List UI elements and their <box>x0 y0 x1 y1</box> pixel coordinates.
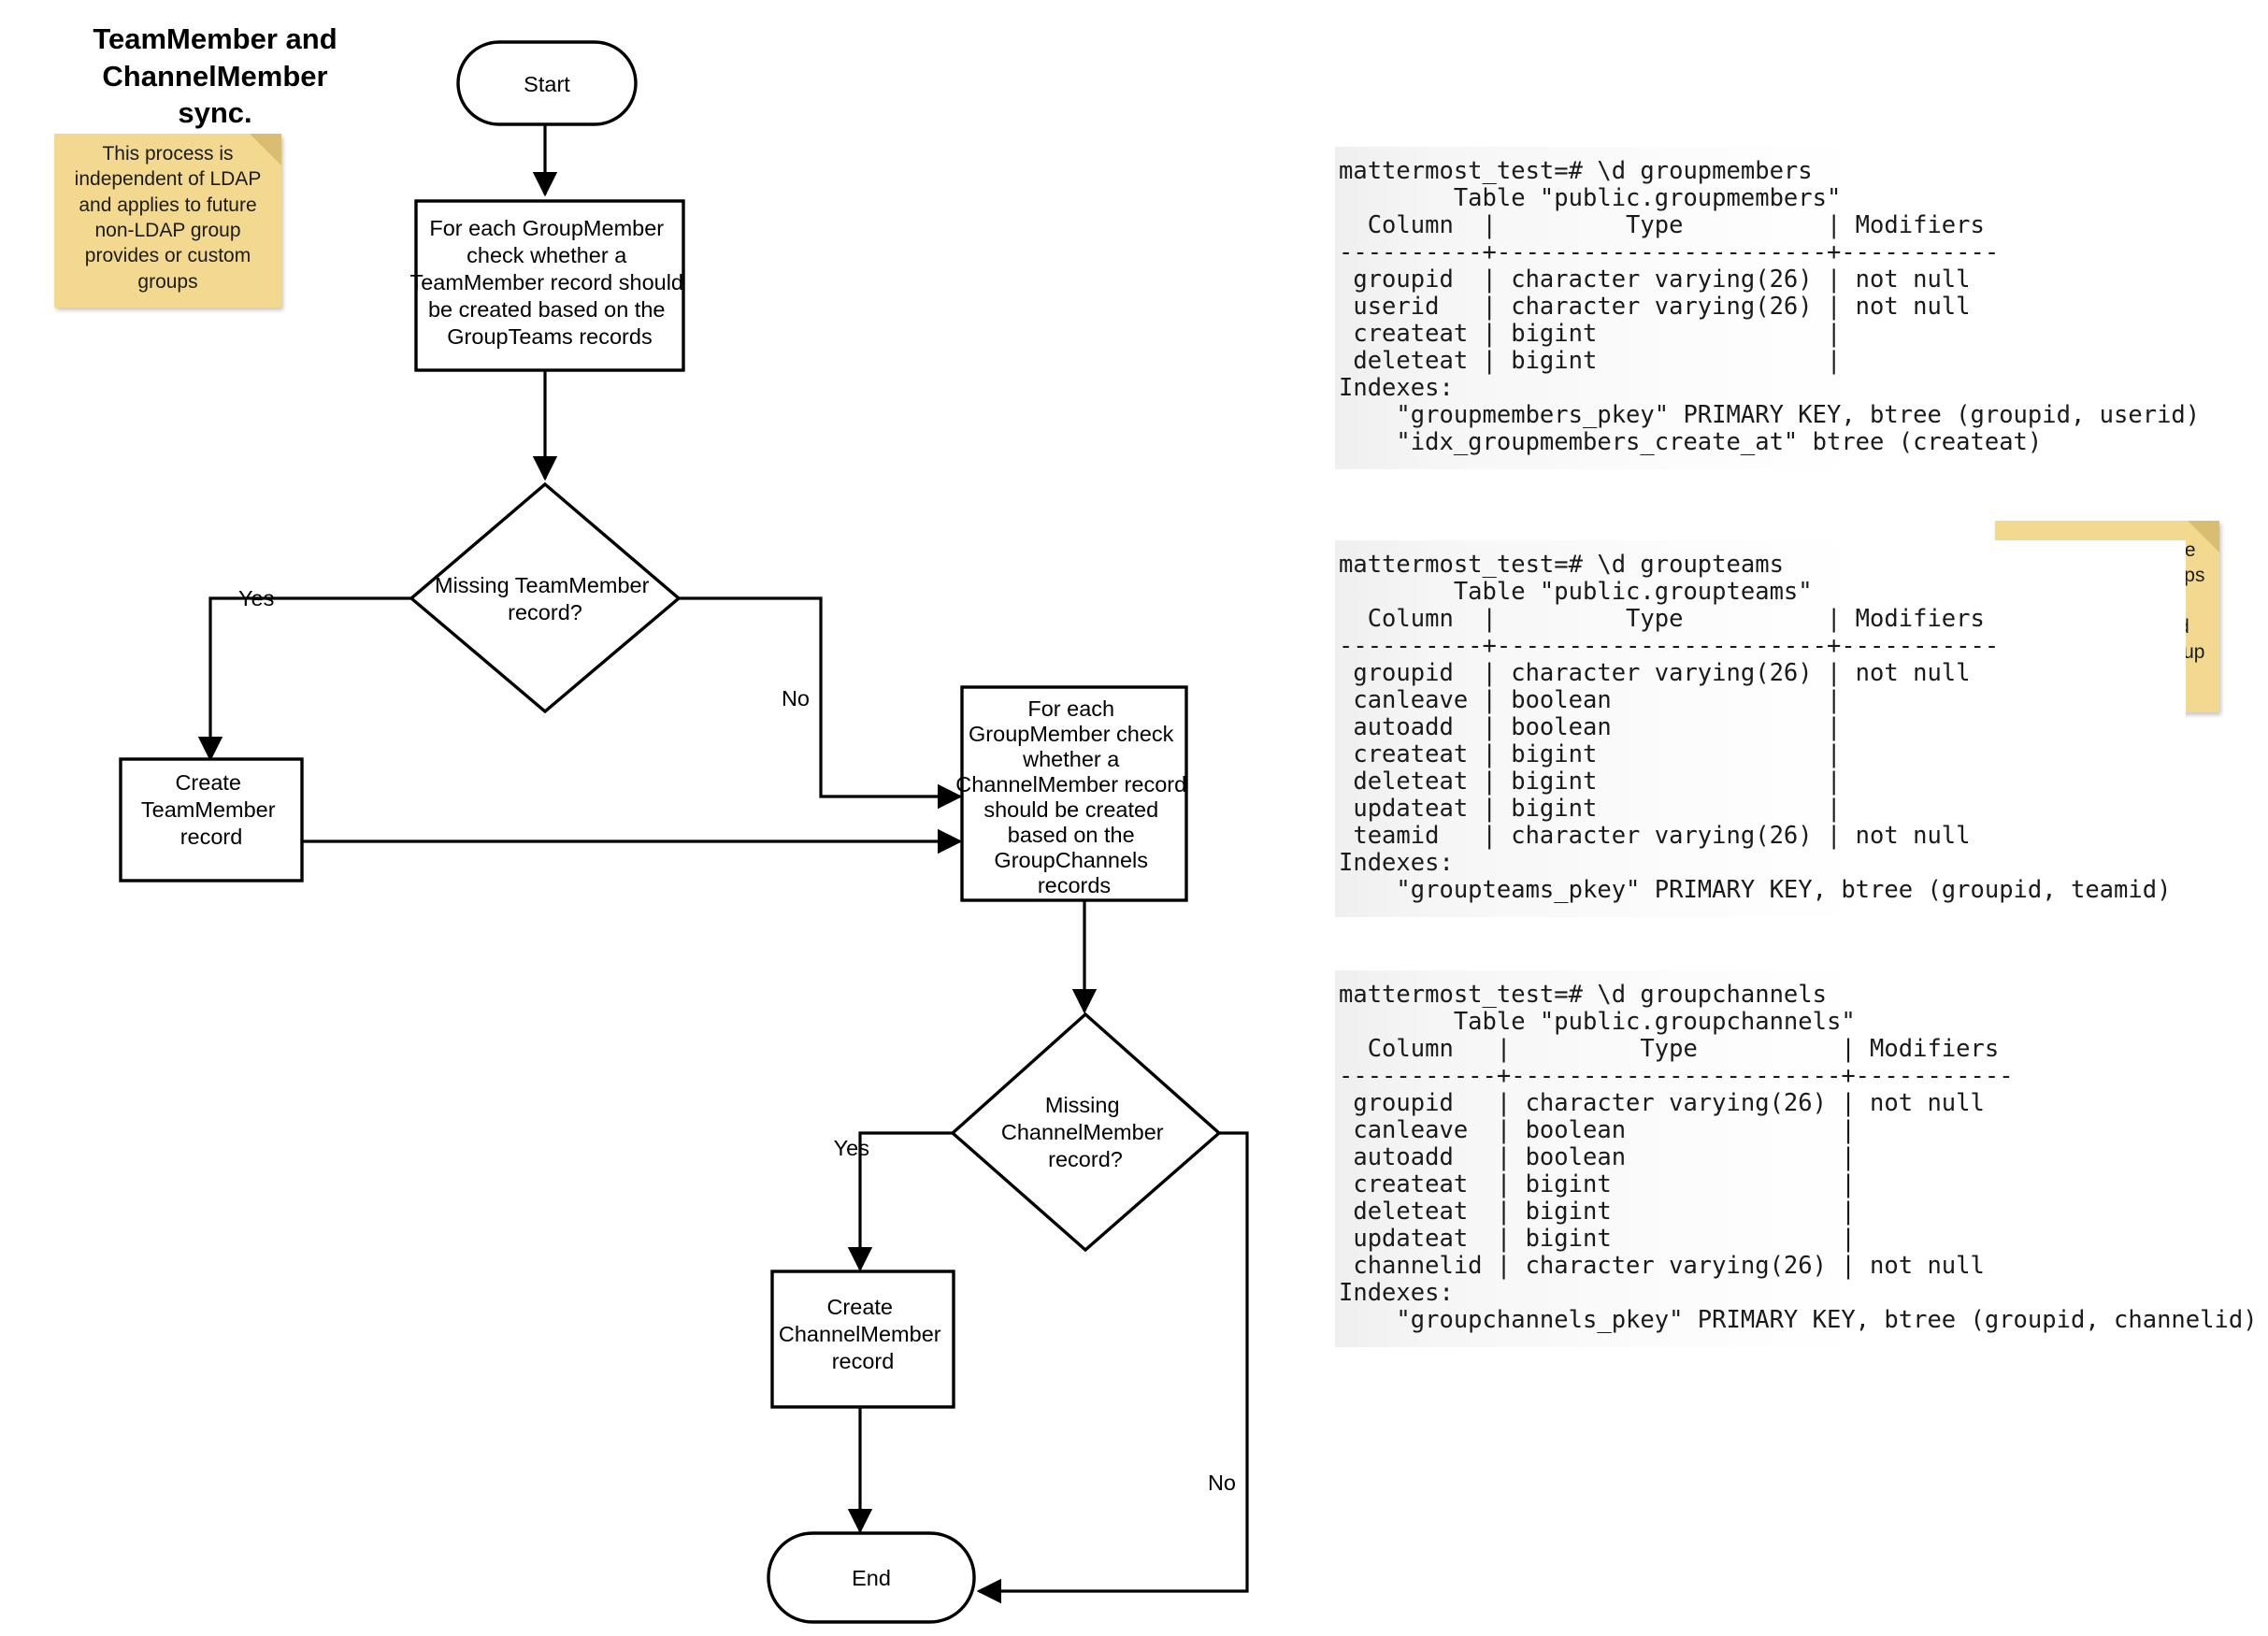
flow-connectors <box>197 123 1249 1604</box>
node-process-channelmember-shape[interactable] <box>960 685 1188 902</box>
psql-output-groupteams: mattermost_test=# \d groupteams Table "p… <box>1335 540 2186 917</box>
node-process-teammember-shape[interactable] <box>414 199 685 372</box>
page-title: TeamMember and ChannelMember sync. <box>93 22 337 130</box>
edge-label-no-2: No <box>1208 1471 1236 1495</box>
node-create-channelmember[interactable]: Create ChannelMember record <box>770 1270 955 1409</box>
node-end[interactable]: End <box>767 1531 976 1624</box>
node-end-label: End <box>852 1566 891 1590</box>
node-start-shape[interactable] <box>456 40 638 126</box>
edge-label-yes-2: Yes <box>834 1136 869 1160</box>
sticky-note-ldap-text: This process is independent of LDAP and … <box>74 143 262 293</box>
node-decision-teammember-shape[interactable] <box>409 481 682 714</box>
node-process-channelmember[interactable]: For each GroupMember check whether a Cha… <box>955 685 1192 902</box>
node-decision-channelmember-shape[interactable] <box>950 1012 1222 1253</box>
node-decision-teammember-label: Missing TeamMember record? <box>435 573 655 624</box>
psql-output-groupchannels: mattermost_test=# \d groupchannels Table… <box>1335 970 2258 1347</box>
edge-label-yes-1: Yes <box>238 586 274 610</box>
node-start[interactable]: Start <box>456 40 638 126</box>
edge-decision2-yes <box>847 1131 953 1272</box>
edge-decision1-no <box>679 596 963 810</box>
node-create-teammember-shape[interactable] <box>119 757 304 883</box>
node-process-teammember[interactable]: For each GroupMember check whether a Tea… <box>409 199 689 372</box>
node-process-teammember-label: For each GroupMember check whether a Tea… <box>409 216 689 349</box>
node-decision-channelmember-label: Missing ChannelMember record? <box>1001 1093 1170 1171</box>
node-create-channelmember-shape[interactable] <box>770 1270 955 1409</box>
node-decision-channelmember[interactable]: Missing ChannelMember record? <box>950 1012 1222 1253</box>
node-create-teammember[interactable]: Create TeamMember record <box>119 757 304 883</box>
edge-decision1-yes <box>197 596 411 762</box>
sticky-note-ldap: This process is independent of LDAP and … <box>54 134 281 308</box>
node-end-shape[interactable] <box>767 1531 976 1624</box>
edge-decision2-no <box>976 1131 1249 1604</box>
edge-label-no-1: No <box>782 686 810 710</box>
node-start-label: Start <box>524 72 570 96</box>
node-create-teammember-label: Create TeamMember record <box>141 770 281 849</box>
node-decision-teammember[interactable]: Missing TeamMember record? <box>409 481 682 714</box>
node-process-channelmember-label: For each GroupMember check whether a Cha… <box>955 696 1192 897</box>
psql-output-groupmembers: mattermost_test=# \d groupmembers Table … <box>1335 147 2200 469</box>
node-create-channelmember-label: Create ChannelMember record <box>779 1295 947 1373</box>
